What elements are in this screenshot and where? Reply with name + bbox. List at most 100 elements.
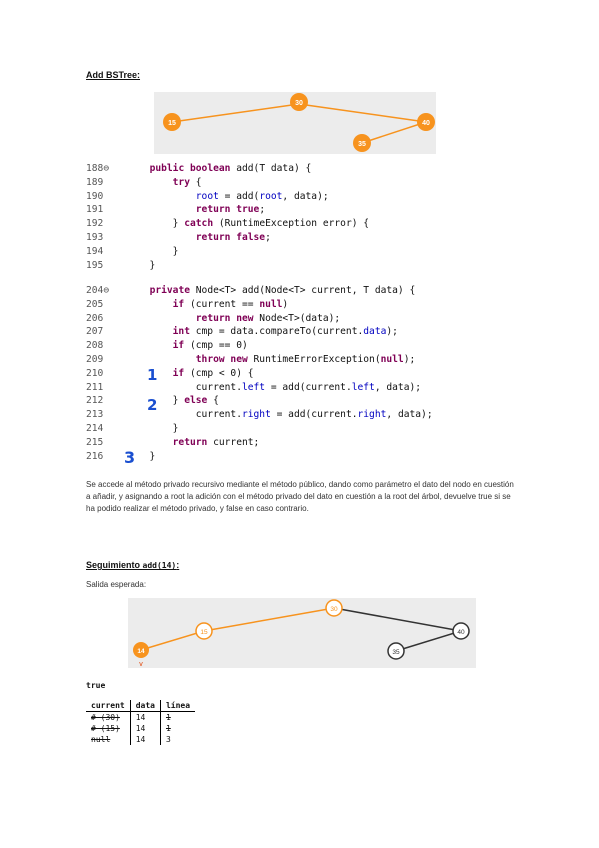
trace-table-wrapper: current data línea # (30) 14 1 # (15) 14… — [86, 700, 196, 745]
line-number: 193 — [86, 232, 104, 243]
table-row: null 14 3 — [86, 734, 196, 745]
expected-output-label: Salida esperada: — [86, 580, 147, 589]
line-number: 211 — [86, 381, 104, 393]
line-number: 189 — [86, 176, 104, 188]
cell-current: # (15) — [91, 724, 120, 733]
line-number: 191 — [86, 204, 104, 216]
code-text: if (current == null) — [172, 298, 289, 310]
column-header-linea: línea — [159, 700, 196, 712]
svg-text:15: 15 — [200, 629, 208, 636]
code-line: 195 } — [86, 260, 506, 274]
edge-40-35 — [395, 630, 462, 652]
code-text: try { — [172, 176, 202, 188]
code-text: } else { — [138, 395, 219, 407]
code-text: int cmp = data.compareTo(current.data); — [172, 326, 398, 338]
code-line: 192 } catch (RuntimeException error) { — [86, 218, 506, 232]
line-number: 206 — [86, 312, 104, 324]
edge-30-40 — [333, 607, 462, 632]
code-text: } — [138, 423, 179, 434]
bst-diagram-svg: 30 15 40 35 — [163, 93, 435, 152]
line-number: 205 — [86, 298, 104, 310]
section-heading-add-bstree: Add BSTree: — [86, 70, 141, 80]
edge-30-15 — [203, 607, 335, 632]
node-30: 30 — [325, 599, 343, 617]
node-35: 35 — [387, 642, 405, 660]
code-text: if (cmp == 0) — [172, 340, 248, 352]
cell-current: # (30) — [91, 713, 120, 722]
code-line: 213 current.right = add(current.right, d… — [86, 409, 506, 423]
code-line: 209 throw new RuntimeErrorException(null… — [86, 354, 506, 368]
code-text: root = add(root, data); — [195, 190, 329, 202]
code-text: current.right = add(current.right, data)… — [138, 409, 433, 421]
code-text: return true; — [195, 204, 266, 216]
svg-text:30: 30 — [295, 100, 303, 107]
cell-data: 14 — [129, 711, 161, 723]
line-number: 213 — [86, 409, 104, 421]
code-line: 214 } — [86, 423, 506, 437]
code-block-private-add: 204⊖ private Node<T> add(Node<T> current… — [86, 285, 526, 467]
line-number: 188⊖ — [86, 163, 110, 174]
node-14: 14 — [133, 642, 149, 658]
code-text: private Node<T> add(Node<T> current, T d… — [149, 285, 416, 296]
line-number: 210 — [86, 367, 104, 379]
trace-diagram: 30 15 14 v 40 35 — [128, 598, 476, 668]
svg-text:40: 40 — [422, 120, 430, 127]
bst-diagram: 30 15 40 35 — [154, 92, 436, 154]
code-line: 189 try { — [86, 177, 506, 191]
code-text: } — [138, 259, 156, 271]
svg-text:14: 14 — [137, 648, 145, 655]
code-text: return current; — [172, 436, 260, 448]
node-15: 15 — [163, 113, 181, 131]
code-text: return false; — [195, 232, 271, 243]
node-35: 35 — [353, 134, 371, 152]
line-number: 216 — [86, 450, 104, 462]
line-number: 209 — [86, 354, 104, 365]
code-line: 211 current.left = add(current.left, dat… — [86, 382, 506, 396]
node-15: 15 — [195, 622, 213, 640]
trace-table: current data línea # (30) 14 1 # (15) 14… — [86, 700, 196, 745]
line-number: 215 — [86, 436, 104, 448]
annotation-1: 1 — [147, 366, 158, 384]
node-40: 40 — [452, 622, 470, 640]
trace-table-header: current data línea — [86, 700, 196, 712]
edge-30-15 — [171, 103, 300, 123]
code-text: if (cmp < 0) { — [172, 367, 254, 379]
code-line: 204⊖ private Node<T> add(Node<T> current… — [86, 285, 506, 299]
annotation-2: 2 — [147, 396, 158, 414]
table-row: # (15) 14 1 — [86, 723, 196, 734]
table-row: # (30) 14 1 — [86, 711, 196, 723]
code-line: 208 if (cmp == 0) — [86, 340, 506, 354]
edge-15-14 — [140, 630, 205, 651]
code-text: throw new RuntimeErrorException(null); — [195, 354, 416, 365]
svg-text:15: 15 — [168, 120, 176, 127]
edge-30-40 — [298, 103, 427, 123]
cell-data: 14 — [129, 723, 161, 734]
explanation-paragraph: Se accede al método privado recursivo me… — [86, 480, 514, 513]
column-header-data: data — [129, 700, 161, 712]
column-header-current: current — [86, 700, 131, 712]
cell-linea: 3 — [159, 734, 196, 745]
line-number: 192 — [86, 218, 104, 230]
cell-data: 14 — [129, 734, 161, 745]
code-line: 216 } — [86, 451, 506, 465]
code-line: 191 return true; — [86, 204, 506, 218]
v-label: v — [139, 661, 143, 668]
line-number: 207 — [86, 326, 104, 338]
code-line: 210 if (cmp < 0) { — [86, 368, 506, 382]
code-line: 190 root = add(root, data); — [86, 191, 506, 205]
code-line: 207 int cmp = data.compareTo(current.dat… — [86, 326, 506, 340]
svg-text:40: 40 — [457, 629, 465, 636]
line-number: 214 — [86, 423, 104, 434]
code-block-public-add: 188⊖ public boolean add(T data) {189 try… — [86, 163, 526, 275]
code-line: 188⊖ public boolean add(T data) { — [86, 163, 506, 177]
code-line: 194 } — [86, 246, 506, 260]
line-number: 195 — [86, 259, 104, 271]
cell-linea: 1 — [159, 723, 196, 734]
code-text: return new Node<T>(data); — [195, 312, 341, 324]
svg-text:30: 30 — [330, 606, 338, 613]
code-line: 206 return new Node<T>(data); — [86, 313, 506, 327]
code-line: 215 return current; — [86, 437, 506, 451]
line-number: 208 — [86, 340, 104, 352]
line-number: 194 — [86, 245, 104, 257]
code-line: 205 if (current == null) — [86, 299, 506, 313]
